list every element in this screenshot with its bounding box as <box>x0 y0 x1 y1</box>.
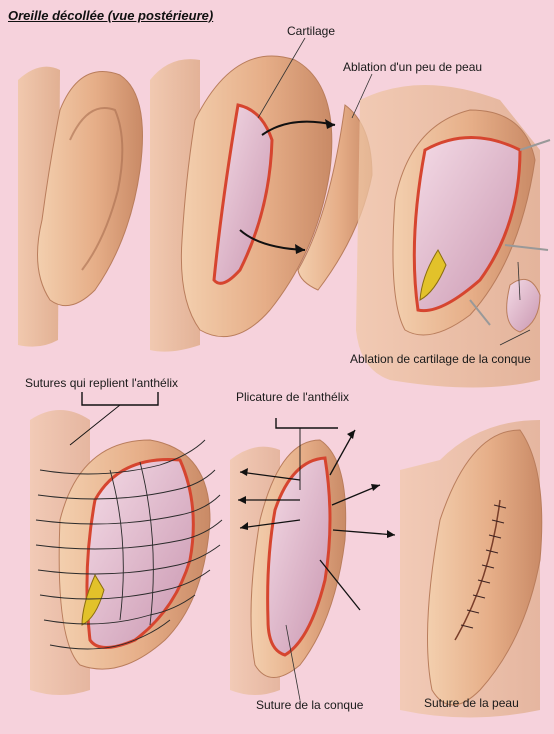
label-antihelix-plication: Plicature de l'anthélix <box>236 390 349 404</box>
label-antihelix-sutures: Sutures qui replient l'anthélix <box>25 376 178 390</box>
label-cartilage: Cartilage <box>287 24 335 38</box>
label-skin-suture: Suture de la peau <box>424 696 519 710</box>
panel-4-sutures <box>30 392 222 695</box>
panel-2-incision <box>150 38 372 352</box>
label-skin-removal: Ablation d'un peu de peau <box>343 60 482 74</box>
panel-1-ear <box>18 67 143 347</box>
panel-5-plication <box>230 418 395 700</box>
panel-6-skin-suture <box>400 420 542 718</box>
label-concha-suture: Suture de la conque <box>256 698 363 712</box>
label-concha-cartilage-removal: Ablation de cartilage de la conque <box>350 352 531 366</box>
panel-3-concha <box>356 85 550 388</box>
figure-title: Oreille décollée (vue postérieure) <box>8 8 213 23</box>
